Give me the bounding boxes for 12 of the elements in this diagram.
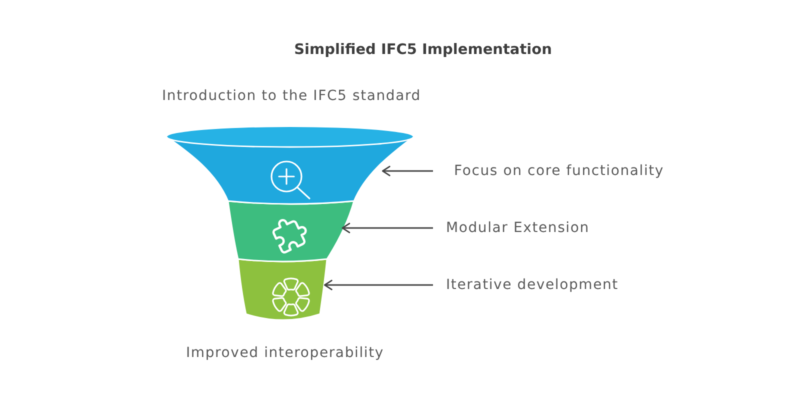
- funnel-middle-segment: [227, 200, 355, 263]
- arrow: [342, 222, 433, 234]
- funnel-bottom-label: Improved interoperability: [186, 344, 384, 362]
- arrow: [382, 166, 433, 176]
- arrow: [324, 280, 433, 290]
- diagram-title: Simplified IFC5 Implementation: [294, 41, 552, 59]
- callout-text: Iterative development: [446, 276, 618, 294]
- callout-text: Focus on core functionality: [454, 162, 664, 180]
- funnel-top-label: Introduction to the IFC5 standard: [162, 88, 421, 104]
- callout-text: Modular Extension: [446, 220, 590, 236]
- funnel-top-segment: [166, 126, 414, 206]
- funnel-bottom-segment: [237, 258, 328, 321]
